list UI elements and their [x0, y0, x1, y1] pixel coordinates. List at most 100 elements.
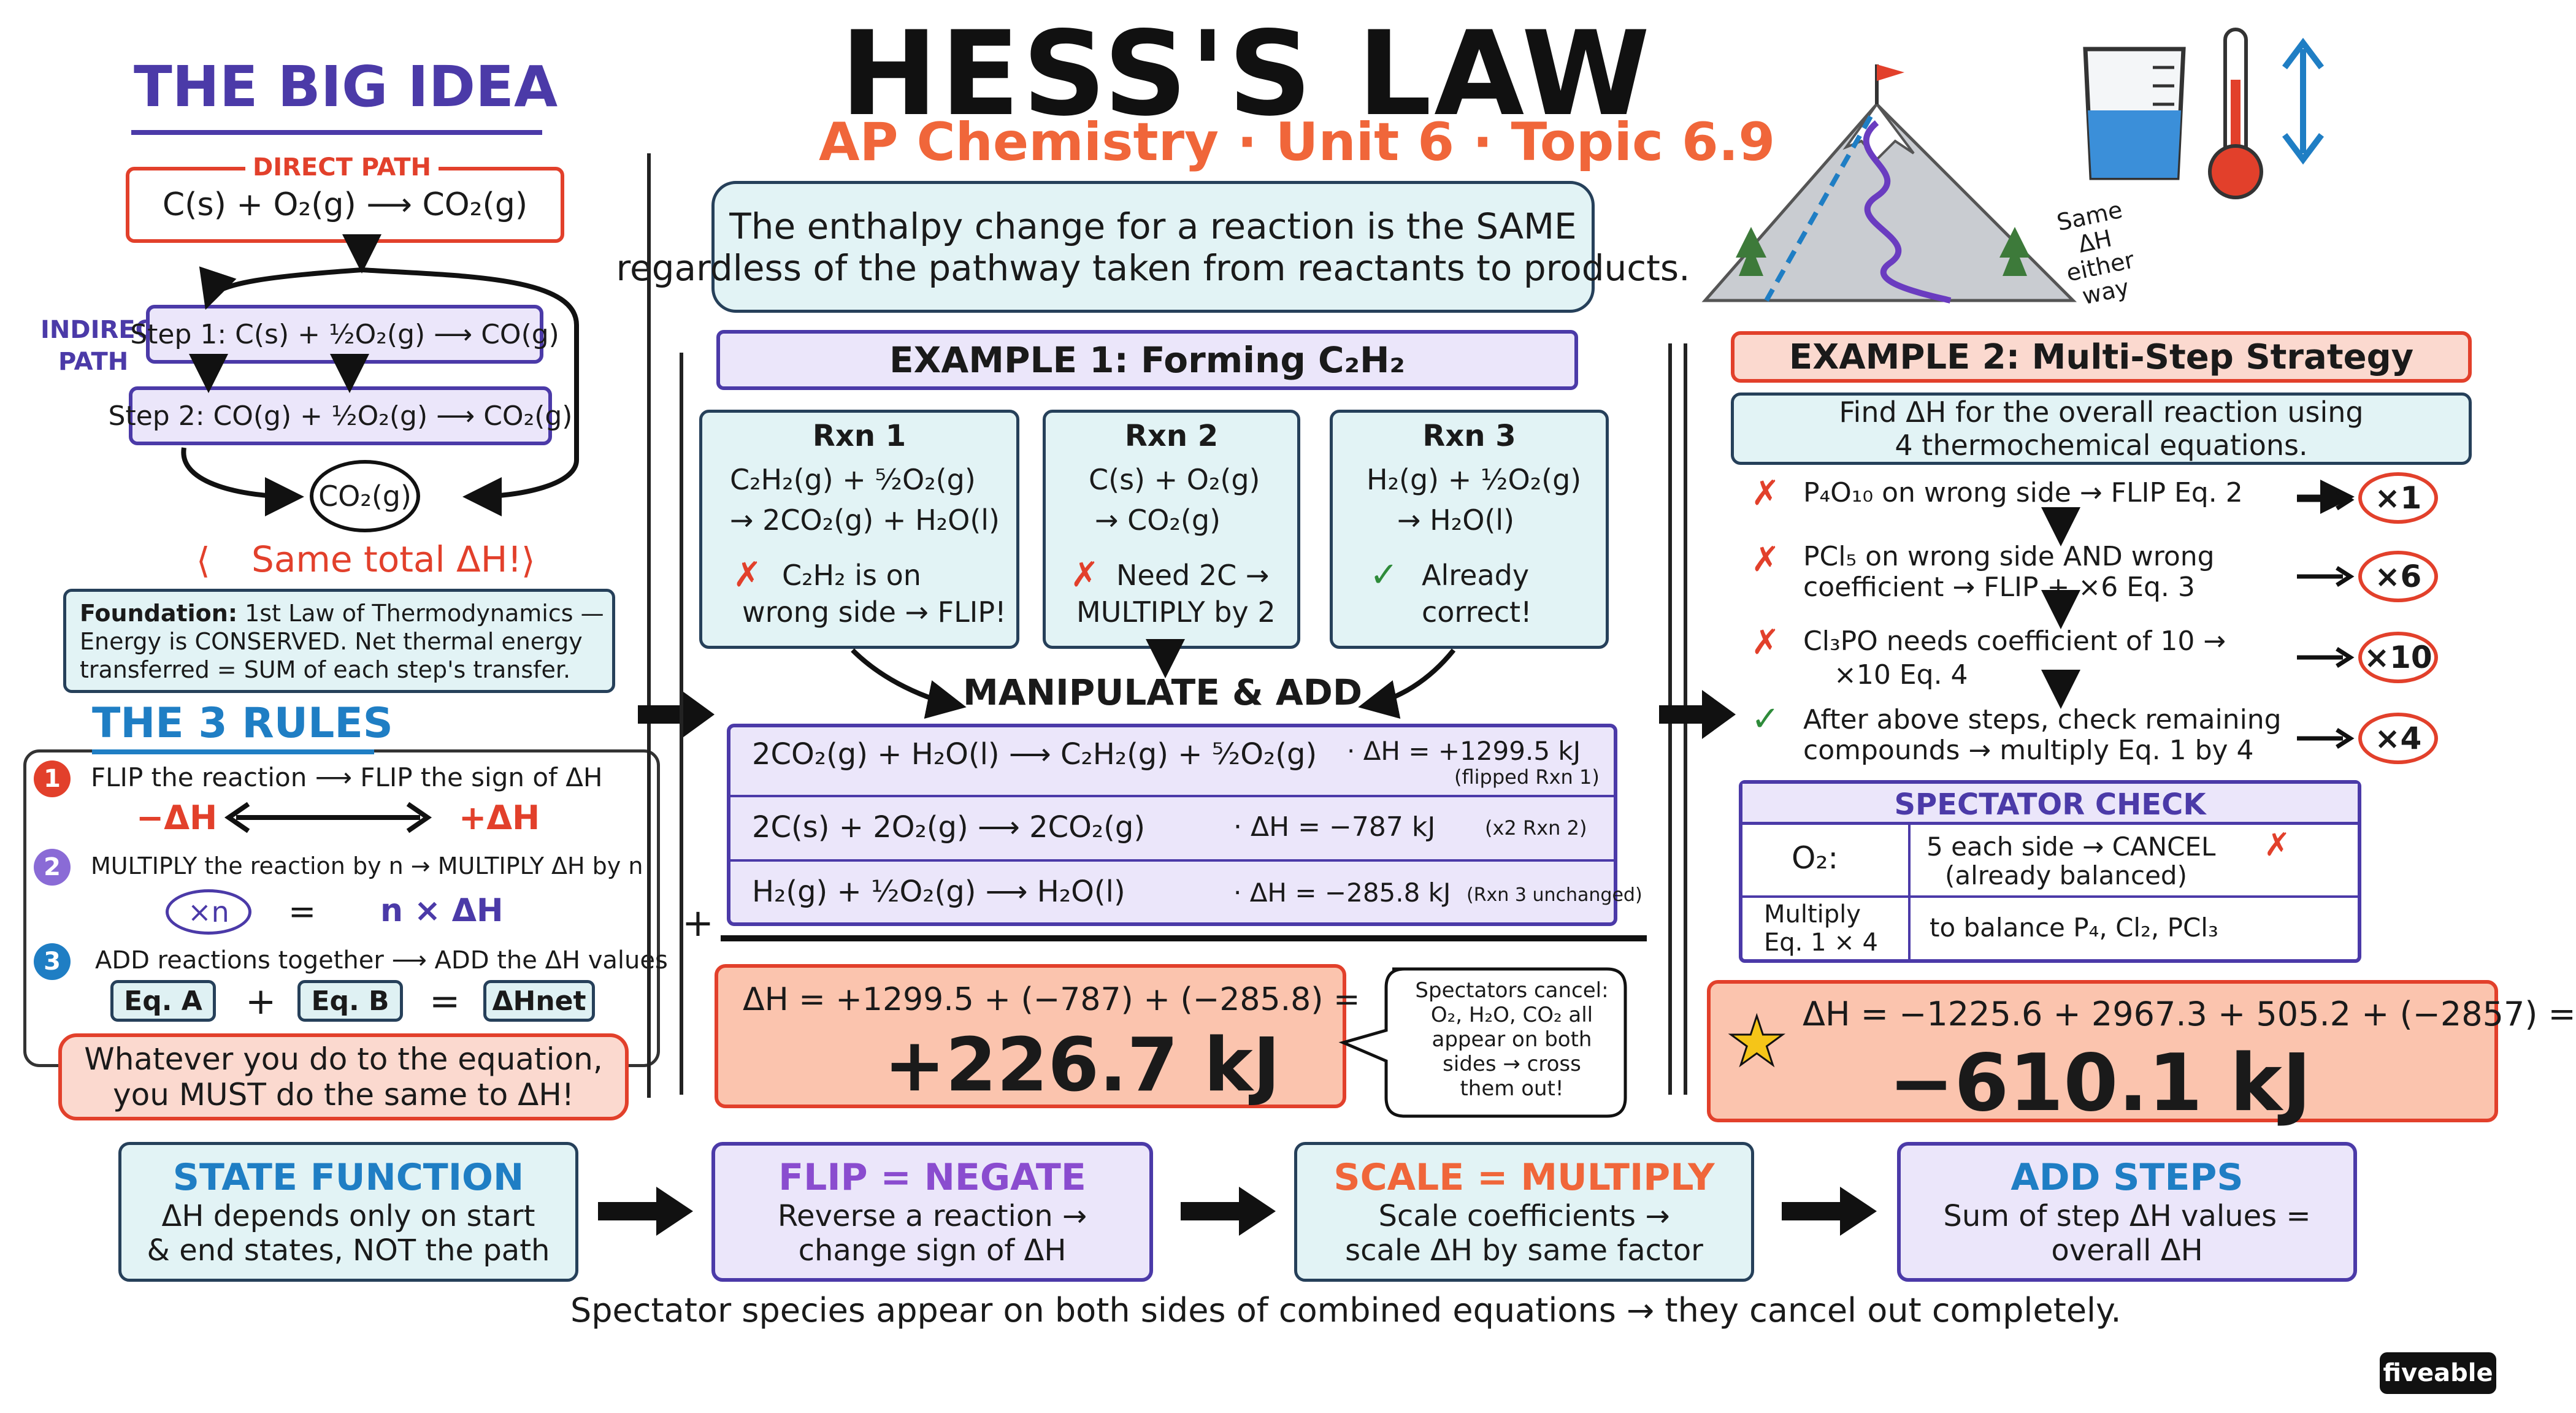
bubble-line: appear on both	[1432, 1027, 1592, 1052]
rxn-1-mark: ✗	[733, 555, 762, 595]
rule-3-eq-b: Eq. B	[297, 980, 403, 1022]
same-total-text: Same total ΔH!	[251, 538, 522, 580]
manipulate-heading: MANIPULATE & ADD	[963, 672, 1362, 713]
summary-4-title: ADD STEPS	[2011, 1156, 2244, 1199]
row-1-equation: 2CO₂(g) + H₂O(l) ⟶ C₂H₂(g) + ⁵⁄₂O₂(g)	[752, 737, 1317, 772]
bubble-line: Spectators cancel:	[1415, 978, 1609, 1003]
bubble-line: sides → cross	[1443, 1052, 1581, 1076]
summary-3-line-1: Scale coefficients →	[1378, 1199, 1670, 1233]
manipulate-table: 2CO₂(g) + H₂O(l) ⟶ C₂H₂(g) + ⁵⁄₂O₂(g) · …	[727, 724, 1643, 926]
step-2-mark: ✗	[1751, 540, 1780, 580]
spec-row-1-left: O₂:	[1792, 840, 1839, 876]
foundation-box: Foundation: 1st Law of Thermodynamics — …	[63, 589, 615, 693]
rxn-3-card: Rxn 3 H₂(g) + ½O₂(g) → H₂O(l) ✓ Already …	[1330, 410, 1609, 649]
example-2-intro-1: Find ΔH for the overall reaction using	[1839, 396, 2364, 429]
step-3-mark: ✗	[1751, 622, 1780, 662]
row-1-note: (flipped Rxn 1)	[1454, 765, 1600, 789]
rule-2-right: n × ΔH	[380, 892, 504, 929]
rxn-1-note-1: C₂H₂ is on	[782, 559, 921, 592]
rule-2-equals: =	[288, 892, 316, 931]
step-3-badge: ×10	[2358, 632, 2438, 683]
step-1-line-1: P₄O₁₀ on wrong side → FLIP Eq. 2	[1803, 477, 2243, 508]
rxn-3-name: Rxn 3	[1422, 419, 1516, 453]
row-2-dh: · ΔH = −787 kJ	[1233, 811, 1436, 843]
rxn-3-mark: ✓	[1370, 555, 1398, 595]
rxn-3-note-2: correct!	[1422, 595, 1532, 629]
rule-3-number: 3	[34, 943, 71, 980]
rxn-2-name: Rxn 2	[1124, 419, 1219, 453]
beaker-icon	[2083, 47, 2186, 180]
badge-arrow-4	[2297, 728, 2355, 749]
emphasis-mark-left: ⟨	[196, 540, 210, 581]
summary-card-add: ADD STEPS Sum of step ΔH values = overal…	[1897, 1142, 2357, 1282]
rule-2-left: ×n	[166, 889, 251, 935]
brand-logo: fiveable	[2380, 1352, 2496, 1394]
step-arrows	[2041, 480, 2355, 709]
badge-arrow-1	[2297, 489, 2355, 510]
rxn-1-note-2: wrong side → FLIP!	[742, 595, 1006, 629]
example-2-sum-line: ΔH = −1225.6 + 2967.3 + 505.2 + (−2857) …	[1803, 995, 2576, 1033]
summary-2-title: FLIP = NEGATE	[778, 1156, 1086, 1199]
divider-mid-left	[680, 353, 683, 1095]
row-3-dh: · ΔH = −285.8 kJ	[1233, 878, 1451, 908]
rxn-1-name: Rxn 1	[812, 419, 907, 453]
rxn-3-line-1: H₂(g) + ½O₂(g)	[1367, 463, 1582, 496]
product-label: CO₂(g)	[318, 480, 412, 513]
example-2-title: EXAMPLE 2: Multi-Step Strategy	[1788, 337, 2414, 377]
direct-path-equation: C(s) + O₂(g) ⟶ CO₂(g)	[162, 186, 528, 223]
up-down-arrow-icon	[2282, 37, 2324, 165]
example-2-intro-2: 4 thermochemical equations.	[1895, 429, 2308, 462]
footer-note: Spectator species appear on both sides o…	[570, 1291, 2122, 1330]
rxn-2-line-1: C(s) + O₂(g)	[1089, 463, 1260, 496]
indirect-step-2: Step 2: CO(g) + ½O₂(g) ⟶ CO₂(g)	[108, 400, 573, 432]
rxn-2-note-2: MULTIPLY by 2	[1076, 595, 1276, 629]
bubble-line: them out!	[1460, 1076, 1564, 1101]
summary-1-title: STATE FUNCTION	[172, 1156, 524, 1199]
summary-arrow-1	[598, 1187, 693, 1236]
sum-rule-line	[721, 935, 1647, 941]
row-3-note: (Rxn 3 unchanged)	[1466, 884, 1643, 906]
sum-plus-sign: +	[682, 900, 714, 945]
divider-left	[647, 153, 651, 1098]
summary-card-flip: FLIP = NEGATE Reverse a reaction → chang…	[711, 1142, 1153, 1282]
double-arrow-icon	[224, 802, 432, 833]
thermometer-icon	[2208, 28, 2263, 199]
row-3-equation: H₂(g) + ½O₂(g) ⟶ H₂O(l)	[752, 875, 1125, 909]
example-2-title-box: EXAMPLE 2: Multi-Step Strategy	[1731, 331, 2472, 383]
step-1-mark: ✗	[1751, 473, 1780, 513]
rule-2-text: MULTIPLY the reaction by n → MULTIPLY ΔH…	[91, 852, 643, 879]
definition-box: The enthalpy change for a reaction is th…	[616, 181, 1690, 313]
summary-card-state-function: STATE FUNCTION ΔH depends only on start …	[118, 1142, 578, 1282]
big-idea-title: THE BIG IDEA	[134, 54, 558, 120]
step-4-line-1: After above steps, check remaining	[1803, 704, 2282, 735]
spectator-check-table: SPECTATOR CHECK O₂: 5 each side → CANCEL…	[1739, 780, 2361, 963]
step-3-line-1: Cl₃PO needs coefficient of 10 →	[1803, 626, 2226, 657]
infographic-canvas: HESS'S LAW AP Chemistry · Unit 6 · Topic…	[23, 6, 2576, 1394]
example-2-intro-box: Find ΔH for the overall reaction using 4…	[1731, 392, 2472, 465]
spec-row-1-right-1: 5 each side → CANCEL	[1926, 832, 2216, 862]
badge-arrow-3	[2297, 647, 2355, 668]
emphasis-mark-right: ⟩	[521, 540, 535, 581]
bubble-line: O₂, H₂O, CO₂ all	[1430, 1003, 1593, 1027]
rule-2-number: 2	[34, 849, 71, 886]
summary-1-line-2: & end states, NOT the path	[147, 1233, 550, 1268]
big-idea-underline	[131, 130, 542, 135]
star-icon: ★	[1726, 1001, 1788, 1082]
example-1-title: EXAMPLE 1: Forming C₂H₂	[889, 339, 1405, 381]
spec-row-1-right-2: (already balanced)	[1945, 860, 2187, 890]
foundation-line-2: Energy is CONSERVED. Net thermal energy	[80, 628, 583, 655]
rxn-1-card: Rxn 1 C₂H₂(g) + ⁵⁄₂O₂(g) → 2CO₂(g) + H₂O…	[699, 410, 1019, 649]
rules-callout: Whatever you do to the equation, you MUS…	[58, 1033, 629, 1120]
example-1-result: +226.7 kJ	[884, 1023, 1281, 1108]
rule-3-text: ADD reactions together ⟶ ADD the ΔH valu…	[95, 946, 668, 975]
callout-line-2: you MUST do the same to ΔH!	[113, 1077, 574, 1112]
row-1-dh: · ΔH = +1299.5 kJ	[1347, 736, 1581, 766]
row-2-equation: 2C(s) + 2O₂(g) ⟶ 2CO₂(g)	[752, 810, 1146, 844]
rule-1-text: FLIP the reaction ⟶ FLIP the sign of ΔH	[91, 762, 603, 792]
speech-bubble-text: Spectators cancel: O₂, H₂O, CO₂ all appe…	[1392, 978, 1631, 1101]
summary-1-line-1: ΔH depends only on start	[161, 1199, 535, 1233]
foundation-line-1: 1st Law of Thermodynamics —	[245, 600, 604, 627]
rxn-1-line-1: C₂H₂(g) + ⁵⁄₂O₂(g)	[730, 463, 976, 496]
example-2-result: −610.1 kJ	[1888, 1038, 2312, 1129]
step-4-line-2: compounds → multiply Eq. 1 by 4	[1803, 735, 2254, 766]
